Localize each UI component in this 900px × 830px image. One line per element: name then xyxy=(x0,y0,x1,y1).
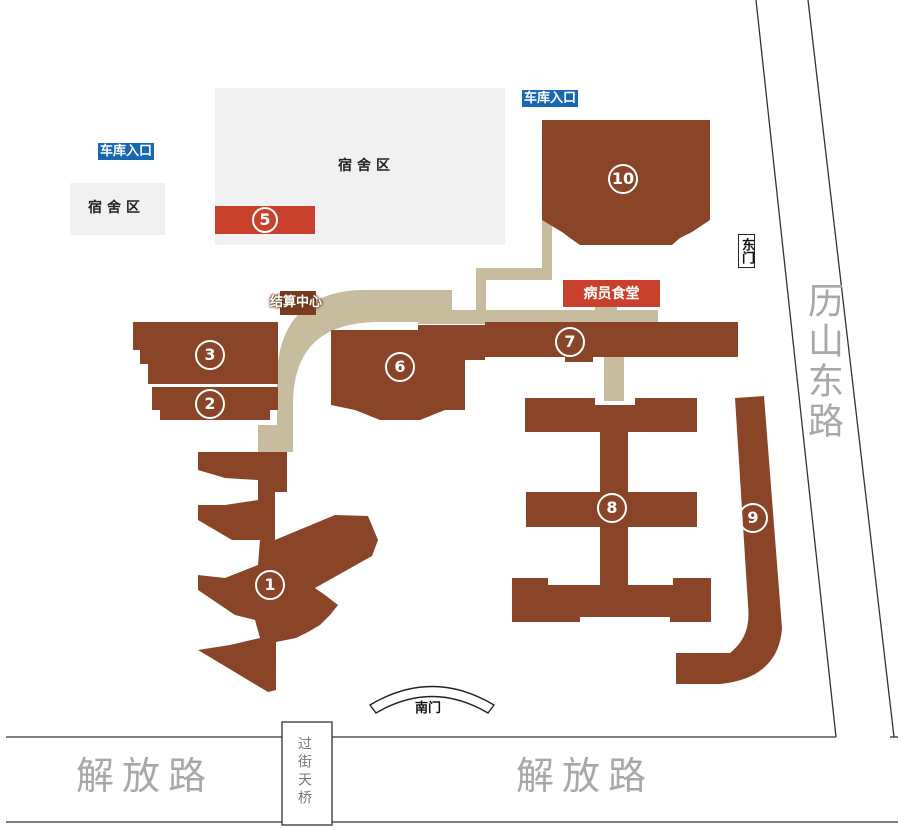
building-2-number: 2 xyxy=(195,389,225,419)
pedestrian-bridge-box xyxy=(281,721,333,826)
walkway-to-10 xyxy=(476,220,552,310)
building-5: 5 xyxy=(215,206,315,234)
walkway-mid xyxy=(418,310,658,324)
building-7 xyxy=(485,322,738,362)
building-7-number: 7 xyxy=(555,327,585,357)
dorm-area-left xyxy=(70,183,165,235)
building-9-number: 9 xyxy=(738,503,768,533)
building-8-number: 8 xyxy=(597,493,627,523)
building-3-number: 3 xyxy=(195,340,225,370)
patient-canteen-label: 病员食堂 xyxy=(563,280,660,307)
east-gate-label: 东门 xyxy=(738,234,755,268)
campus-east-boundary xyxy=(755,0,837,738)
building-1-number: 1 xyxy=(255,570,285,600)
road-edge-east xyxy=(807,0,895,738)
building-9 xyxy=(676,396,782,684)
garage-entrance-left: 车库入口 xyxy=(98,143,155,160)
walkway-curve xyxy=(258,290,452,452)
road-label-south-right: 解放路 xyxy=(516,754,655,798)
building-1 xyxy=(198,452,378,692)
south-gate-arch xyxy=(368,685,496,714)
dorm-label-top: 宿舍区 xyxy=(338,158,395,174)
garage-entrance-top: 车库入口 xyxy=(522,90,579,107)
building-6-number: 6 xyxy=(385,352,415,382)
road-label-east: 历山东路 xyxy=(802,282,843,442)
dorm-label-left: 宿舍区 xyxy=(88,200,145,216)
walkways xyxy=(258,220,658,452)
walkway-7-8 xyxy=(604,355,624,401)
pedestrian-bridge-label: 过街天桥 xyxy=(296,736,312,808)
settlement-center-label: 结算中心 xyxy=(270,295,323,310)
road-label-south-left: 解放路 xyxy=(76,754,215,798)
building-10-number: 10 xyxy=(608,164,638,194)
buildings xyxy=(133,120,782,692)
south-gate-label: 南门 xyxy=(415,701,442,716)
settlement-center-block xyxy=(280,291,316,315)
road-lines xyxy=(6,0,898,823)
building-5-number: 5 xyxy=(252,207,278,233)
